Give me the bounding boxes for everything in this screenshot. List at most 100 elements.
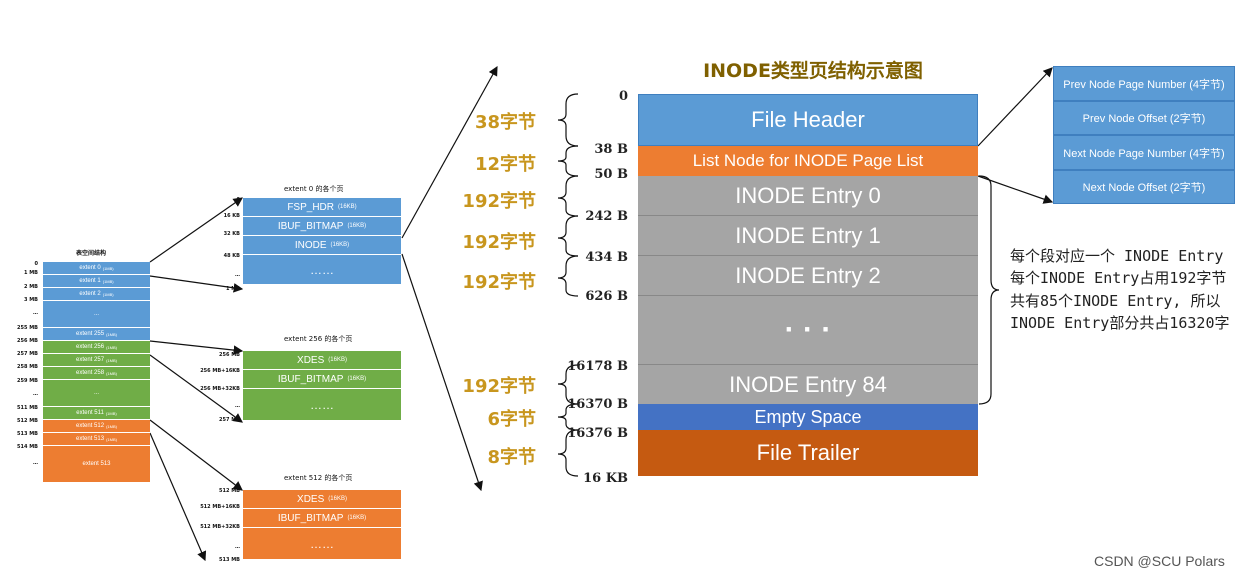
file-trailer-block: File Trailer: [638, 430, 978, 476]
group512-title: extent 512 的各个页: [284, 474, 353, 482]
extent-label: extent 0: [79, 265, 101, 271]
page-label: IBUF_BITMAP: [277, 373, 344, 385]
byte-size-label: 8字节: [487, 447, 536, 468]
extent-size-tag: (1MB): [102, 265, 114, 271]
tablespace-tick: …: [33, 391, 38, 397]
group512-tick: 513 MB: [219, 557, 240, 563]
offset-label: 38 B: [594, 142, 628, 157]
tablespace-extent-cell: extent 258(1MB): [43, 367, 150, 380]
offset-label: 16 KB: [583, 471, 628, 486]
file-header-field: Prev Node Page Number (4字节): [1053, 66, 1235, 101]
group0-tick: 0: [236, 197, 240, 203]
extent-size-tag: (1MB): [106, 436, 117, 442]
tablespace-title: 表空间结构: [76, 250, 107, 257]
tablespace-extent-cell: extent 255(1MB): [43, 328, 150, 341]
tablespace-tick: 257 MB: [17, 351, 38, 357]
file-header-field: Next Node Page Number (4字节): [1053, 135, 1235, 170]
group256-tick: 256 MB: [219, 352, 240, 358]
page-size-tag: (16KB): [330, 242, 350, 248]
page-label: IBUF_BITMAP: [277, 220, 344, 232]
extent-label: extent 513: [82, 461, 111, 467]
inode-entry-1-block: INODE Entry 1: [638, 216, 978, 256]
group256-title: extent 256 的各个页: [284, 335, 353, 343]
page-size-tag: (16KB): [347, 223, 367, 229]
page-label: XDES: [297, 354, 325, 366]
file-header-field-label: Prev Node Page Number (4字节): [1063, 78, 1225, 91]
group0-title: extent 0 的各个页: [284, 185, 344, 193]
file-header-block: File Header: [638, 94, 978, 146]
tablespace-extent-cell: extent 257(1MB): [43, 354, 150, 367]
page-size-tag: (16KB): [328, 496, 347, 502]
tablespace-extent-cell: extent 256(1MB): [43, 341, 150, 354]
group0-page-cell: IBUF_BITMAP(16KB): [243, 217, 401, 236]
tablespace-tick: 0: [34, 261, 38, 267]
group256-page-cell: ……: [243, 389, 401, 420]
tablespace-extent-cell: extent 0(1MB): [43, 262, 150, 275]
file-header-field-label: Prev Node Offset (2字节): [1082, 113, 1206, 125]
group512-tick: …: [235, 544, 240, 550]
offset-label: 434 B: [585, 250, 628, 265]
group512-page-cell: IBUF_BITMAP(16KB): [243, 509, 401, 528]
page-label: ……: [310, 536, 334, 551]
tablespace-tick: 3 MB: [23, 297, 38, 303]
list-node-block: List Node for INODE Page List: [638, 146, 978, 176]
group256-tick: 257 MB: [219, 417, 240, 423]
group256-tick: …: [235, 403, 240, 409]
extent-label: extent 512: [76, 423, 105, 429]
page-label: IBUF_BITMAP: [277, 512, 344, 524]
extent-label: ...: [93, 390, 99, 396]
group0-tick: 16 KB: [223, 213, 240, 219]
offset-label: 0: [618, 89, 628, 104]
tablespace-tick: 511 MB: [17, 405, 38, 411]
tablespace-tick: 258 MB: [17, 364, 38, 370]
extent-size-tag: (1MB): [105, 410, 117, 416]
extent-label: extent 513: [76, 436, 105, 442]
page-size-tag: (16KB): [338, 204, 357, 210]
group512-page-cell: ……: [243, 528, 401, 559]
group256-tick: 256 MB+32KB: [200, 386, 240, 392]
extent-size-tag: (1MB): [106, 423, 117, 429]
tablespace-extent-cell: ...: [43, 301, 150, 328]
note-line-4: INODE Entry部分共占16320字: [1010, 314, 1230, 332]
tablespace-tick: 1 MB: [23, 270, 38, 276]
extent-label: extent 256: [76, 344, 105, 350]
extent-size-tag: (1MB): [106, 370, 117, 376]
page-label: XDES: [297, 493, 325, 505]
tablespace-extent-cell: extent 511(1MB): [43, 407, 150, 420]
byte-size-label: 192字节: [462, 191, 536, 212]
page-size-tag: (16KB): [328, 357, 347, 363]
inode-entry-0-block: INODE Entry 0: [638, 176, 978, 216]
byte-size-label: 6字节: [487, 409, 536, 430]
tablespace-extent-cell: extent 512(1MB): [43, 420, 150, 433]
tablespace-tick: 2 MB: [23, 284, 38, 290]
tablespace-extent-cell: extent 513: [43, 446, 150, 482]
page-size-tag: (16KB): [347, 376, 367, 382]
group512-tick: 512 MB: [219, 488, 240, 494]
extent-size-tag: (1MB): [106, 331, 117, 337]
page-label: INODE: [294, 239, 327, 251]
group0-page-cell: FSP_HDR(16KB): [243, 198, 401, 217]
extent-size-tag: (1MB): [102, 291, 114, 297]
byte-size-label: 12字节: [474, 154, 536, 175]
group0-tick: 48 KB: [223, 253, 240, 259]
offset-label: 50 B: [594, 167, 628, 182]
tablespace-tick: 512 MB: [17, 418, 38, 424]
extent-size-tag: (1MB): [102, 278, 114, 284]
group512-tick: 512 MB+32KB: [200, 524, 240, 530]
inode-entry-ellipsis-block: · · ·: [638, 296, 978, 365]
group256-tick: 256 MB+16KB: [200, 368, 240, 374]
group0-tick: 32 KB: [223, 231, 240, 237]
tablespace-tick: 259 MB: [17, 378, 38, 384]
tablespace-tick: 256 MB: [17, 338, 38, 344]
offset-label: 16370 B: [567, 397, 628, 412]
inode-diagram-title: INODE类型页结构示意图: [703, 60, 923, 82]
extent-label: extent 257: [76, 357, 105, 363]
tablespace-tick: 514 MB: [17, 444, 38, 450]
extent-size-tag: (1MB): [106, 344, 117, 350]
extent-label: ...: [93, 311, 99, 317]
group512-tick: 512 MB+16KB: [200, 504, 240, 510]
group512-page-cell: XDES(16KB): [243, 490, 401, 509]
file-header-field: Prev Node Offset (2字节): [1053, 101, 1235, 135]
extent-label: extent 1: [79, 278, 101, 284]
tablespace-extent-cell: extent 1(1MB): [43, 275, 150, 288]
